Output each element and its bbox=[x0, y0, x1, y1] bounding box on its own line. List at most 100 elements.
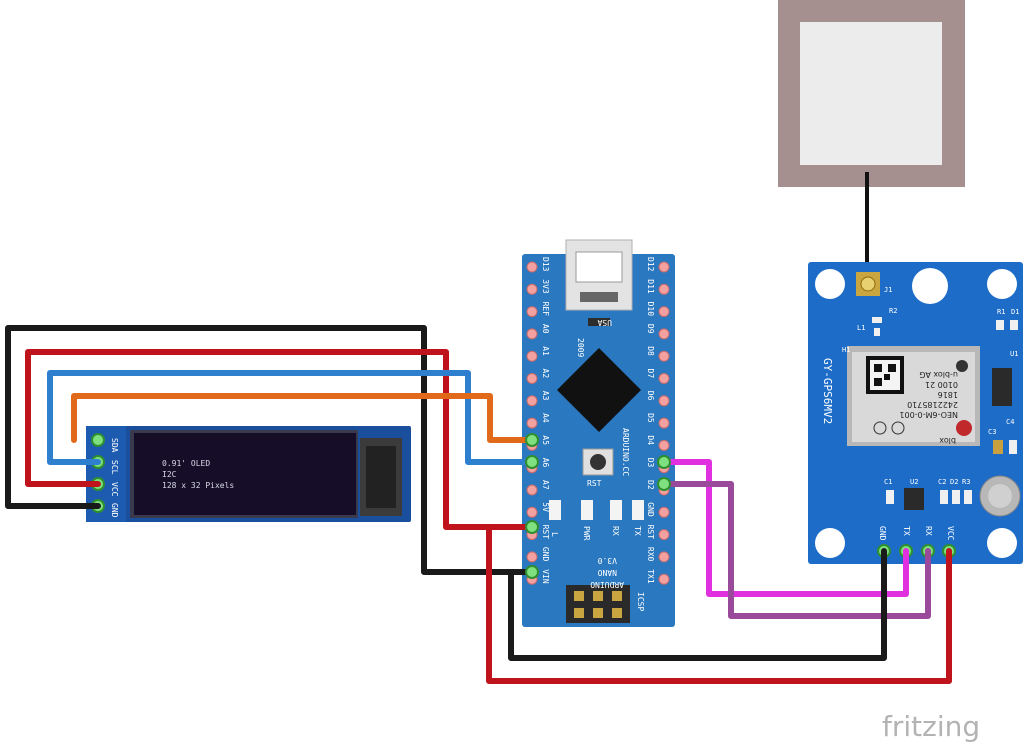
nano-right-pin-label: D12 bbox=[646, 257, 655, 272]
gps-module-line-3: 1816 bbox=[938, 390, 958, 399]
gps-refdes-label: R3 bbox=[962, 478, 970, 486]
gps-refdes-label: J1 bbox=[884, 286, 892, 294]
gps-board-name: GY-GPS6MV2 bbox=[821, 358, 834, 424]
nano-connected-pins bbox=[525, 433, 671, 579]
nano-year-label: 2009 bbox=[576, 338, 585, 357]
gps-refdes-label: C2 bbox=[938, 478, 946, 486]
nano-right-pin bbox=[658, 573, 670, 585]
gps-pin-tx-label: TX bbox=[902, 526, 911, 536]
oled-line-1: 0.91' OLED bbox=[162, 459, 210, 468]
gps-pin-rx-label: RX bbox=[924, 526, 933, 536]
arduino-nano-board: USA 2009 RST ARDUINO.CC L PWR RX TX ARDU… bbox=[522, 239, 675, 627]
nano-title-line-3: V3.0 bbox=[598, 556, 617, 565]
oled-pin-gnd-label: GND bbox=[110, 503, 119, 518]
nano-right-pin bbox=[658, 283, 670, 295]
nano-right-pin bbox=[658, 395, 670, 407]
gps-module-line-2: 0100 21 bbox=[925, 380, 958, 389]
nano-right-pin bbox=[658, 551, 670, 563]
wire-purple-d3-rx bbox=[661, 481, 931, 619]
wire-black-oled-gnd bbox=[5, 325, 535, 575]
wire-orange-oled-sda bbox=[71, 393, 535, 443]
nano-right-pin-label: D8 bbox=[646, 346, 655, 356]
gps-refdes-label: H1 bbox=[842, 346, 850, 354]
nano-left-pin-label: VIN bbox=[541, 569, 550, 584]
nano-led-l-label: L bbox=[550, 532, 559, 537]
nano-right-pin-label: D4 bbox=[646, 435, 655, 445]
nano-right-pin-label: D11 bbox=[646, 279, 655, 294]
gps-refdes-label: R1 bbox=[997, 308, 1005, 316]
nano-left-pin-label: A5 bbox=[541, 435, 550, 445]
gps-refdes-label: U2 bbox=[910, 478, 918, 486]
oled-pin-scl-label: SCL bbox=[110, 460, 119, 475]
nano-left-pin bbox=[526, 551, 538, 563]
nano-left-pin-label: A1 bbox=[541, 346, 550, 356]
nano-left-pin-label: GND bbox=[541, 547, 550, 562]
wire-red-oled-vcc bbox=[25, 349, 535, 530]
wire-red-5v-gps bbox=[486, 524, 952, 684]
gps-refdes-label: R2 bbox=[889, 307, 897, 315]
fritzing-logo: fritzing bbox=[882, 710, 980, 743]
nano-left-pin bbox=[526, 306, 538, 318]
gps-module-board: u-blox AG 0100 21 1816 2422185710 NEO-6M… bbox=[808, 262, 1023, 564]
nano-right-pin-label: GND bbox=[646, 502, 655, 517]
nano-left-pin-label: REF bbox=[541, 302, 550, 317]
nano-right-pin-label: D2 bbox=[646, 480, 655, 490]
nano-led-pwr-label: PWR bbox=[582, 526, 591, 541]
oled-line-3: 128 x 32 Pixels bbox=[162, 481, 234, 490]
nano-right-pin-label: D3 bbox=[646, 458, 655, 468]
nano-left-pin bbox=[526, 484, 538, 496]
nano-left-pin bbox=[526, 373, 538, 384]
nano-right-pin bbox=[658, 306, 670, 318]
oled-pin-sda-label: SDA bbox=[110, 438, 119, 453]
nano-title-line-2: NANO bbox=[598, 568, 617, 577]
nano-led-tx-label: TX bbox=[633, 526, 642, 536]
nano-left-pin bbox=[526, 506, 538, 518]
gps-refdes-label: D1 bbox=[1011, 308, 1019, 316]
nano-right-pin-label: TX1 bbox=[646, 569, 655, 584]
nano-right-pin-label: RST bbox=[646, 525, 655, 540]
nano-right-pin-label: D6 bbox=[646, 391, 655, 401]
nano-site-label: ARDUINO.CC bbox=[621, 428, 630, 476]
gps-refdes-label: C1 bbox=[884, 478, 892, 486]
nano-left-pin bbox=[526, 417, 538, 429]
gps-pin-gnd-label: GND bbox=[878, 526, 887, 541]
nano-left-pin bbox=[526, 395, 538, 407]
nano-left-pin-label: A2 bbox=[541, 369, 550, 379]
nano-left-pin bbox=[526, 261, 538, 273]
nano-right-pin bbox=[658, 506, 670, 518]
nano-left-pin bbox=[526, 283, 538, 295]
nano-left-pin-label: RST bbox=[541, 525, 550, 540]
nano-right-pin bbox=[658, 417, 670, 429]
nano-right-pin-label: D10 bbox=[646, 302, 655, 317]
wire-black-gnd-gps bbox=[508, 548, 887, 661]
nano-right-pin bbox=[658, 261, 670, 273]
gps-module-line-4: 2422185710 bbox=[907, 400, 958, 409]
nano-left-pin-label: A3 bbox=[541, 391, 550, 401]
nano-left-pin-label: 5V bbox=[541, 502, 550, 512]
gps-refdes-label: D2 bbox=[950, 478, 958, 486]
nano-usa-label: USA bbox=[597, 318, 612, 327]
wires bbox=[5, 325, 952, 684]
nano-left-pin-label: D13 bbox=[541, 257, 550, 272]
nano-icsp-label: ICSP bbox=[636, 592, 645, 611]
nano-left-pin-label: 3V3 bbox=[541, 279, 550, 294]
nano-left-pin bbox=[526, 350, 538, 362]
gps-refdes-label: C4 bbox=[1006, 418, 1014, 426]
gps-refdes-label: C3 bbox=[988, 428, 996, 436]
gps-refdes-label: U1 bbox=[1010, 350, 1018, 358]
nano-left-pin-label: A7 bbox=[541, 480, 550, 490]
oled-module: 0.91' OLED I2C 128 x 32 Pixels SDA SCL V… bbox=[86, 426, 411, 522]
gps-refdes-label: L1 bbox=[857, 324, 865, 332]
nano-right-pin-label: D5 bbox=[646, 413, 655, 423]
oled-line-2: I2C bbox=[162, 470, 177, 479]
wire-blue-oled-scl bbox=[47, 370, 535, 465]
nano-right-pin-label: D9 bbox=[646, 324, 655, 334]
nano-right-pin bbox=[658, 373, 670, 384]
oled-pin-vcc-label: VCC bbox=[110, 482, 119, 497]
nano-right-pin-label: D7 bbox=[646, 369, 655, 379]
nano-left-pin bbox=[526, 328, 538, 340]
gps-module-line-1: u-blox AG bbox=[919, 370, 958, 379]
nano-left-pin-label: A4 bbox=[541, 413, 550, 423]
